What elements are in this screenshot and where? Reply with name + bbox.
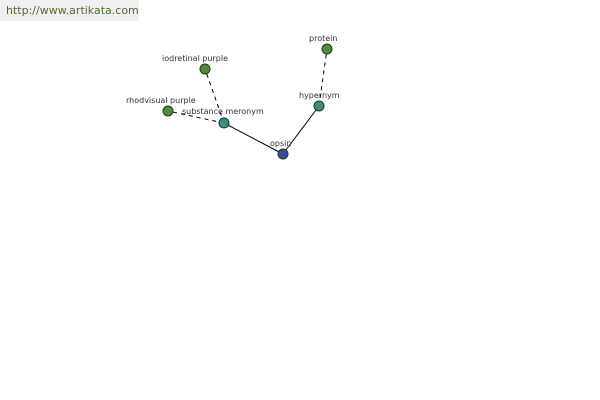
watermark-url: http://www.artikata.com bbox=[0, 0, 139, 21]
node-rhodvisual-purple[interactable]: rhodvisual purple bbox=[126, 96, 196, 117]
nodes: opsin hypernym protein substance meronym iod… bbox=[126, 34, 340, 160]
node-opsin[interactable]: opsin bbox=[270, 139, 291, 160]
edge-opsin-substance-meronym bbox=[223, 122, 284, 155]
node-label-rhodvisual-purple: rhodvisual purple bbox=[126, 96, 196, 105]
node-label-opsin: opsin bbox=[270, 139, 291, 148]
node-label-substance-meronym: substance meronym bbox=[182, 107, 264, 116]
edge-substance-meronym-rhodvisual-purple bbox=[167, 110, 225, 124]
node-label-hypernym: hypernym bbox=[299, 91, 340, 100]
node-label-protein: protein bbox=[309, 34, 337, 43]
edge-hypernym-protein bbox=[318, 48, 328, 107]
node-dot-iodretinal-purple[interactable] bbox=[199, 63, 211, 75]
node-protein[interactable]: protein bbox=[309, 34, 337, 55]
edge-opsin-hypernym bbox=[282, 105, 320, 155]
node-substance-meronym[interactable]: substance meronym bbox=[182, 107, 264, 129]
node-dot-protein[interactable] bbox=[321, 43, 333, 55]
node-dot-substance-meronym[interactable] bbox=[218, 117, 230, 129]
node-hypernym[interactable]: hypernym bbox=[299, 91, 340, 112]
edge-substance-meronym-iodretinal-purple bbox=[204, 68, 225, 124]
node-dot-opsin[interactable] bbox=[277, 148, 289, 160]
node-iodretinal-purple[interactable]: iodretinal purple bbox=[162, 54, 228, 75]
node-dot-hypernym[interactable] bbox=[313, 100, 325, 112]
edges bbox=[167, 48, 328, 155]
node-label-iodretinal-purple: iodretinal purple bbox=[162, 54, 228, 63]
node-dot-rhodvisual-purple[interactable] bbox=[162, 105, 174, 117]
